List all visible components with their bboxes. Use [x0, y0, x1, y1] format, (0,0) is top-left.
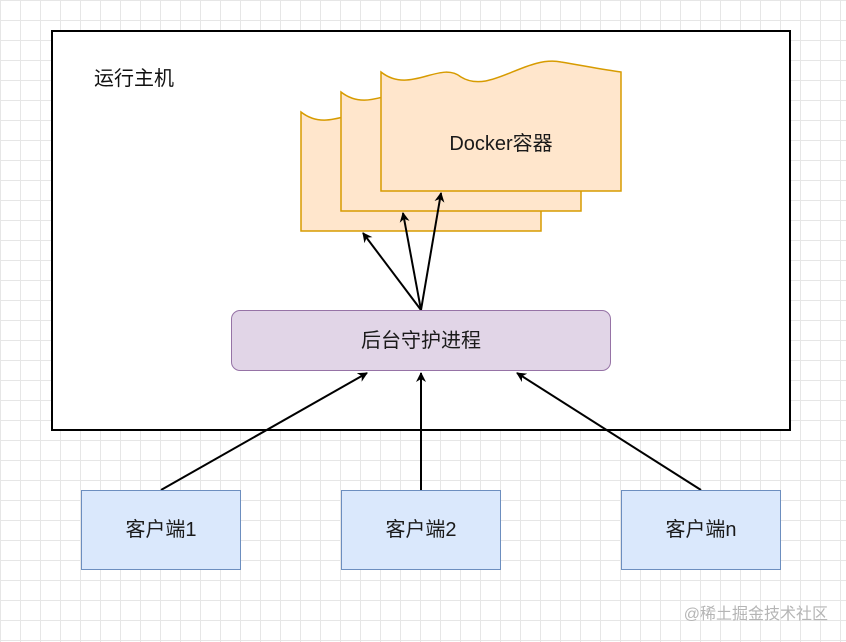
container-label: Docker容器	[449, 132, 553, 155]
client-label: 客户端1	[125, 519, 197, 541]
client-node-n: 客户端n	[621, 490, 781, 570]
client-node-1: 客户端1	[81, 490, 241, 570]
client-label: 客户端2	[385, 519, 457, 541]
arrow-client1-to-daemon	[160, 372, 368, 491]
arrow-daemon-to-container-2	[399, 212, 422, 311]
client-node-2: 客户端2	[341, 490, 501, 570]
daemon-label: 后台守护进程	[361, 329, 481, 352]
daemon-node: 后台守护进程	[231, 310, 611, 371]
client-label: 客户端n	[665, 519, 737, 541]
arrow-clientn-to-daemon	[516, 372, 702, 491]
arrow-daemon-to-container-1	[362, 232, 422, 311]
watermark: @稀土掘金技术社区	[683, 606, 828, 623]
arrow-daemon-to-container-3	[420, 192, 445, 311]
container-shape-front	[380, 60, 622, 192]
host-label: 运行主机	[94, 68, 174, 90]
